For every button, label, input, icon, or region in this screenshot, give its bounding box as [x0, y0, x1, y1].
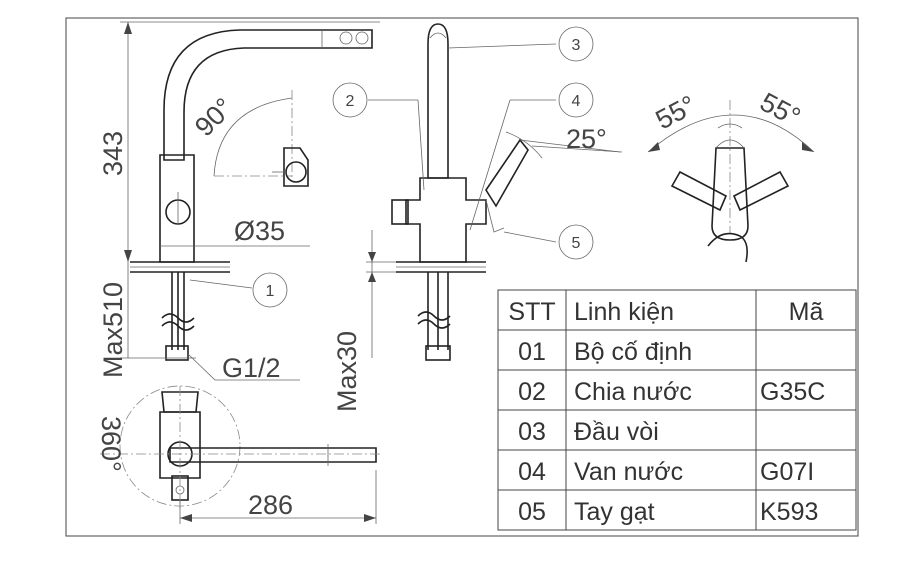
side-view-faucet — [366, 23, 623, 361]
svg-text:1: 1 — [266, 283, 275, 300]
drawing-frame — [65, 17, 859, 537]
dim-max510: Max510 — [98, 282, 128, 378]
dim-reach-286: 286 — [248, 490, 293, 520]
table-cell-component: Chia nước — [574, 378, 692, 406]
dim-diameter-35: Ø35 — [234, 216, 285, 246]
table-header-component: Linh kiện — [574, 298, 674, 326]
callout-5: 5 — [558, 224, 594, 260]
dim-angle-55-right: 55° — [755, 87, 805, 133]
table-cell-code: K593 — [760, 498, 818, 526]
table-cell-stt: 05 — [518, 498, 546, 526]
dim-angle-25: 25° — [566, 124, 607, 154]
callout-3: 3 — [558, 26, 594, 62]
table-cell-component: Bộ cố định — [574, 338, 692, 366]
svg-text:4: 4 — [572, 93, 581, 110]
lever-swing-view — [647, 100, 815, 263]
callout-2: 2 — [332, 82, 368, 118]
table-cell-stt: 02 — [518, 378, 546, 406]
dim-343: 343 — [98, 131, 128, 176]
callout-1: 1 — [252, 272, 288, 308]
front-view-faucet — [120, 21, 380, 381]
table-cell-code: G07I — [760, 458, 814, 486]
svg-text:5: 5 — [572, 235, 581, 252]
callout-4: 4 — [558, 82, 594, 118]
parts-table: STT Linh kiện Mã 01 Bộ cố định 02 Chia n… — [497, 289, 857, 531]
dim-rotation-360: 360° — [96, 416, 126, 472]
top-view-faucet — [100, 385, 380, 524]
table-cell-component: Van nước — [574, 458, 683, 486]
table-cell-component: Đầu vòi — [574, 418, 659, 446]
svg-text:3: 3 — [572, 37, 581, 54]
table-cell-code: G35C — [760, 378, 825, 406]
table-cell-stt: 01 — [518, 338, 546, 366]
table-cell-stt: 03 — [518, 418, 546, 446]
table-cell-stt: 04 — [518, 458, 546, 486]
dim-angle-55-left: 55° — [651, 90, 701, 136]
dim-max30: Max30 — [332, 331, 362, 412]
table-header-stt: STT — [508, 298, 555, 326]
table-cell-component: Tay gạt — [574, 498, 655, 526]
dim-g12: G1/2 — [222, 353, 281, 383]
svg-text:2: 2 — [346, 93, 355, 110]
table-header-code: Mã — [789, 298, 824, 326]
dim-angle-90: 90° — [189, 92, 239, 142]
